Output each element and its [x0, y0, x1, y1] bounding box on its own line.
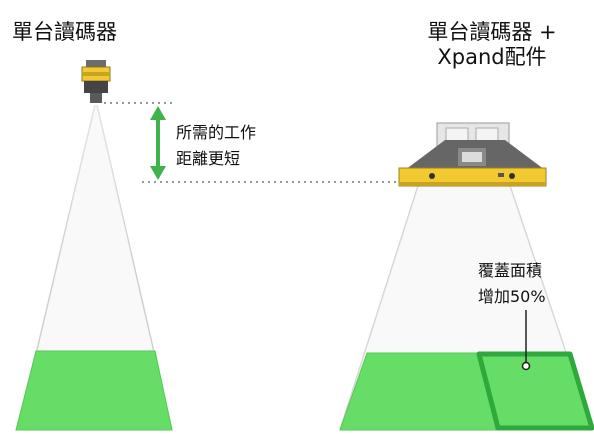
double-arrow-icon [150, 106, 166, 180]
added-coverage-area [476, 351, 594, 431]
barcode-reader-icon [81, 60, 111, 103]
left-title: 單台讀碼器 [12, 20, 117, 44]
right-title-line1: 單台讀碼器 + [427, 20, 557, 44]
callout-pointer [521, 310, 531, 371]
distance-note: 所需的工作 距離更短 [176, 120, 256, 172]
left-coverage-area [15, 350, 173, 431]
xpand-reader-icon [398, 122, 547, 187]
coverage-note: 覆蓋面積 增加50% [478, 258, 546, 310]
right-title-line2: Xpand配件 [437, 45, 547, 69]
right-title: 單台讀碼器 + Xpand配件 [402, 20, 582, 70]
distance-note-line1: 所需的工作 [176, 123, 257, 142]
coverage-note-line1: 覆蓋面積 [478, 261, 543, 280]
coverage-note-line2: 增加50% [478, 287, 546, 306]
distance-indicator [104, 102, 405, 183]
distance-note-line2: 距離更短 [176, 149, 241, 168]
